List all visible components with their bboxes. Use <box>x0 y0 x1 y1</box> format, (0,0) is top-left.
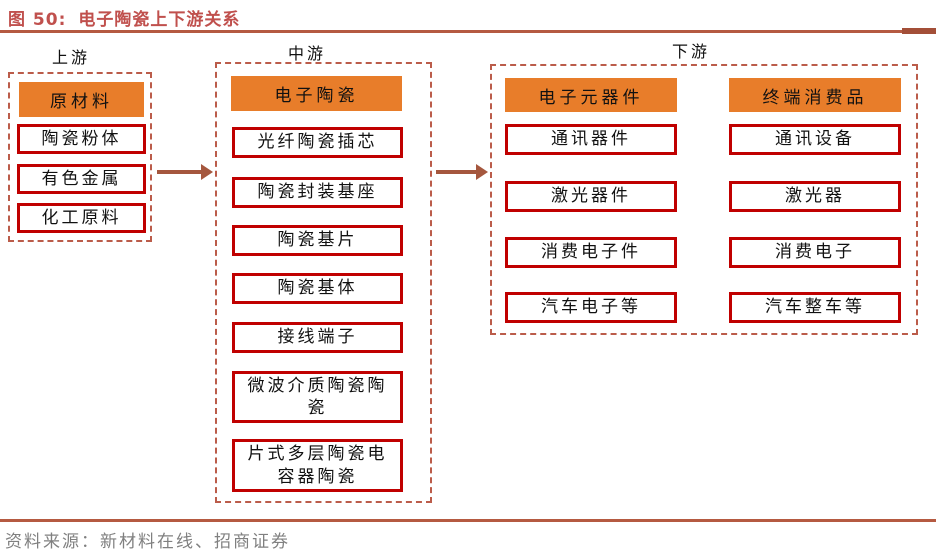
upstream-item: 化工原料 <box>17 203 146 233</box>
downstream-component-item: 汽车电子等 <box>505 292 677 323</box>
downstream-consumer-header: 终端消费品 <box>729 78 901 112</box>
section-label-midstream: 中游 <box>288 44 327 63</box>
figure-title: 电子陶瓷上下游关系 <box>78 10 241 30</box>
upstream-header: 原材料 <box>19 82 144 117</box>
upstream-item: 有色金属 <box>17 164 146 194</box>
title-divider-line <box>0 30 936 33</box>
source-note: 资料来源：新材料在线、招商证券 <box>5 532 290 552</box>
downstream-component-item: 消费电子件 <box>505 237 677 268</box>
downstream-consumer-item: 汽车整车等 <box>729 292 901 323</box>
midstream-item: 光纤陶瓷插芯 <box>232 127 403 158</box>
upstream-item: 陶瓷粉体 <box>17 124 146 154</box>
title-divider-end-tab <box>902 28 936 34</box>
downstream-components-header: 电子元器件 <box>505 78 677 112</box>
downstream-consumer-item: 通讯设备 <box>729 124 901 155</box>
midstream-item: 片式多层陶瓷电容器陶瓷 <box>232 439 403 492</box>
downstream-consumer-item: 消费电子 <box>729 237 901 268</box>
midstream-item: 陶瓷基体 <box>232 273 403 304</box>
section-label-downstream: 下游 <box>672 42 711 61</box>
figure-number: 图 50: <box>8 10 67 30</box>
downstream-component-item: 通讯器件 <box>505 124 677 155</box>
midstream-item: 陶瓷基片 <box>232 225 403 256</box>
midstream-header: 电子陶瓷 <box>231 76 402 111</box>
downstream-group-box <box>490 64 918 335</box>
section-label-upstream: 上游 <box>52 48 91 67</box>
midstream-item: 微波介质陶瓷陶瓷 <box>232 371 403 423</box>
midstream-item: 陶瓷封装基座 <box>232 177 403 208</box>
downstream-component-item: 激光器件 <box>505 181 677 212</box>
arrow-right-icon <box>436 164 488 180</box>
midstream-group-box <box>215 62 432 503</box>
bottom-divider-line <box>0 519 936 522</box>
arrow-right-icon <box>157 164 213 180</box>
upstream-group-box <box>8 72 152 242</box>
figure-title-row: 图 50: 电子陶瓷上下游关系 <box>8 5 240 30</box>
downstream-consumer-item: 激光器 <box>729 181 901 212</box>
midstream-item: 接线端子 <box>232 322 403 353</box>
